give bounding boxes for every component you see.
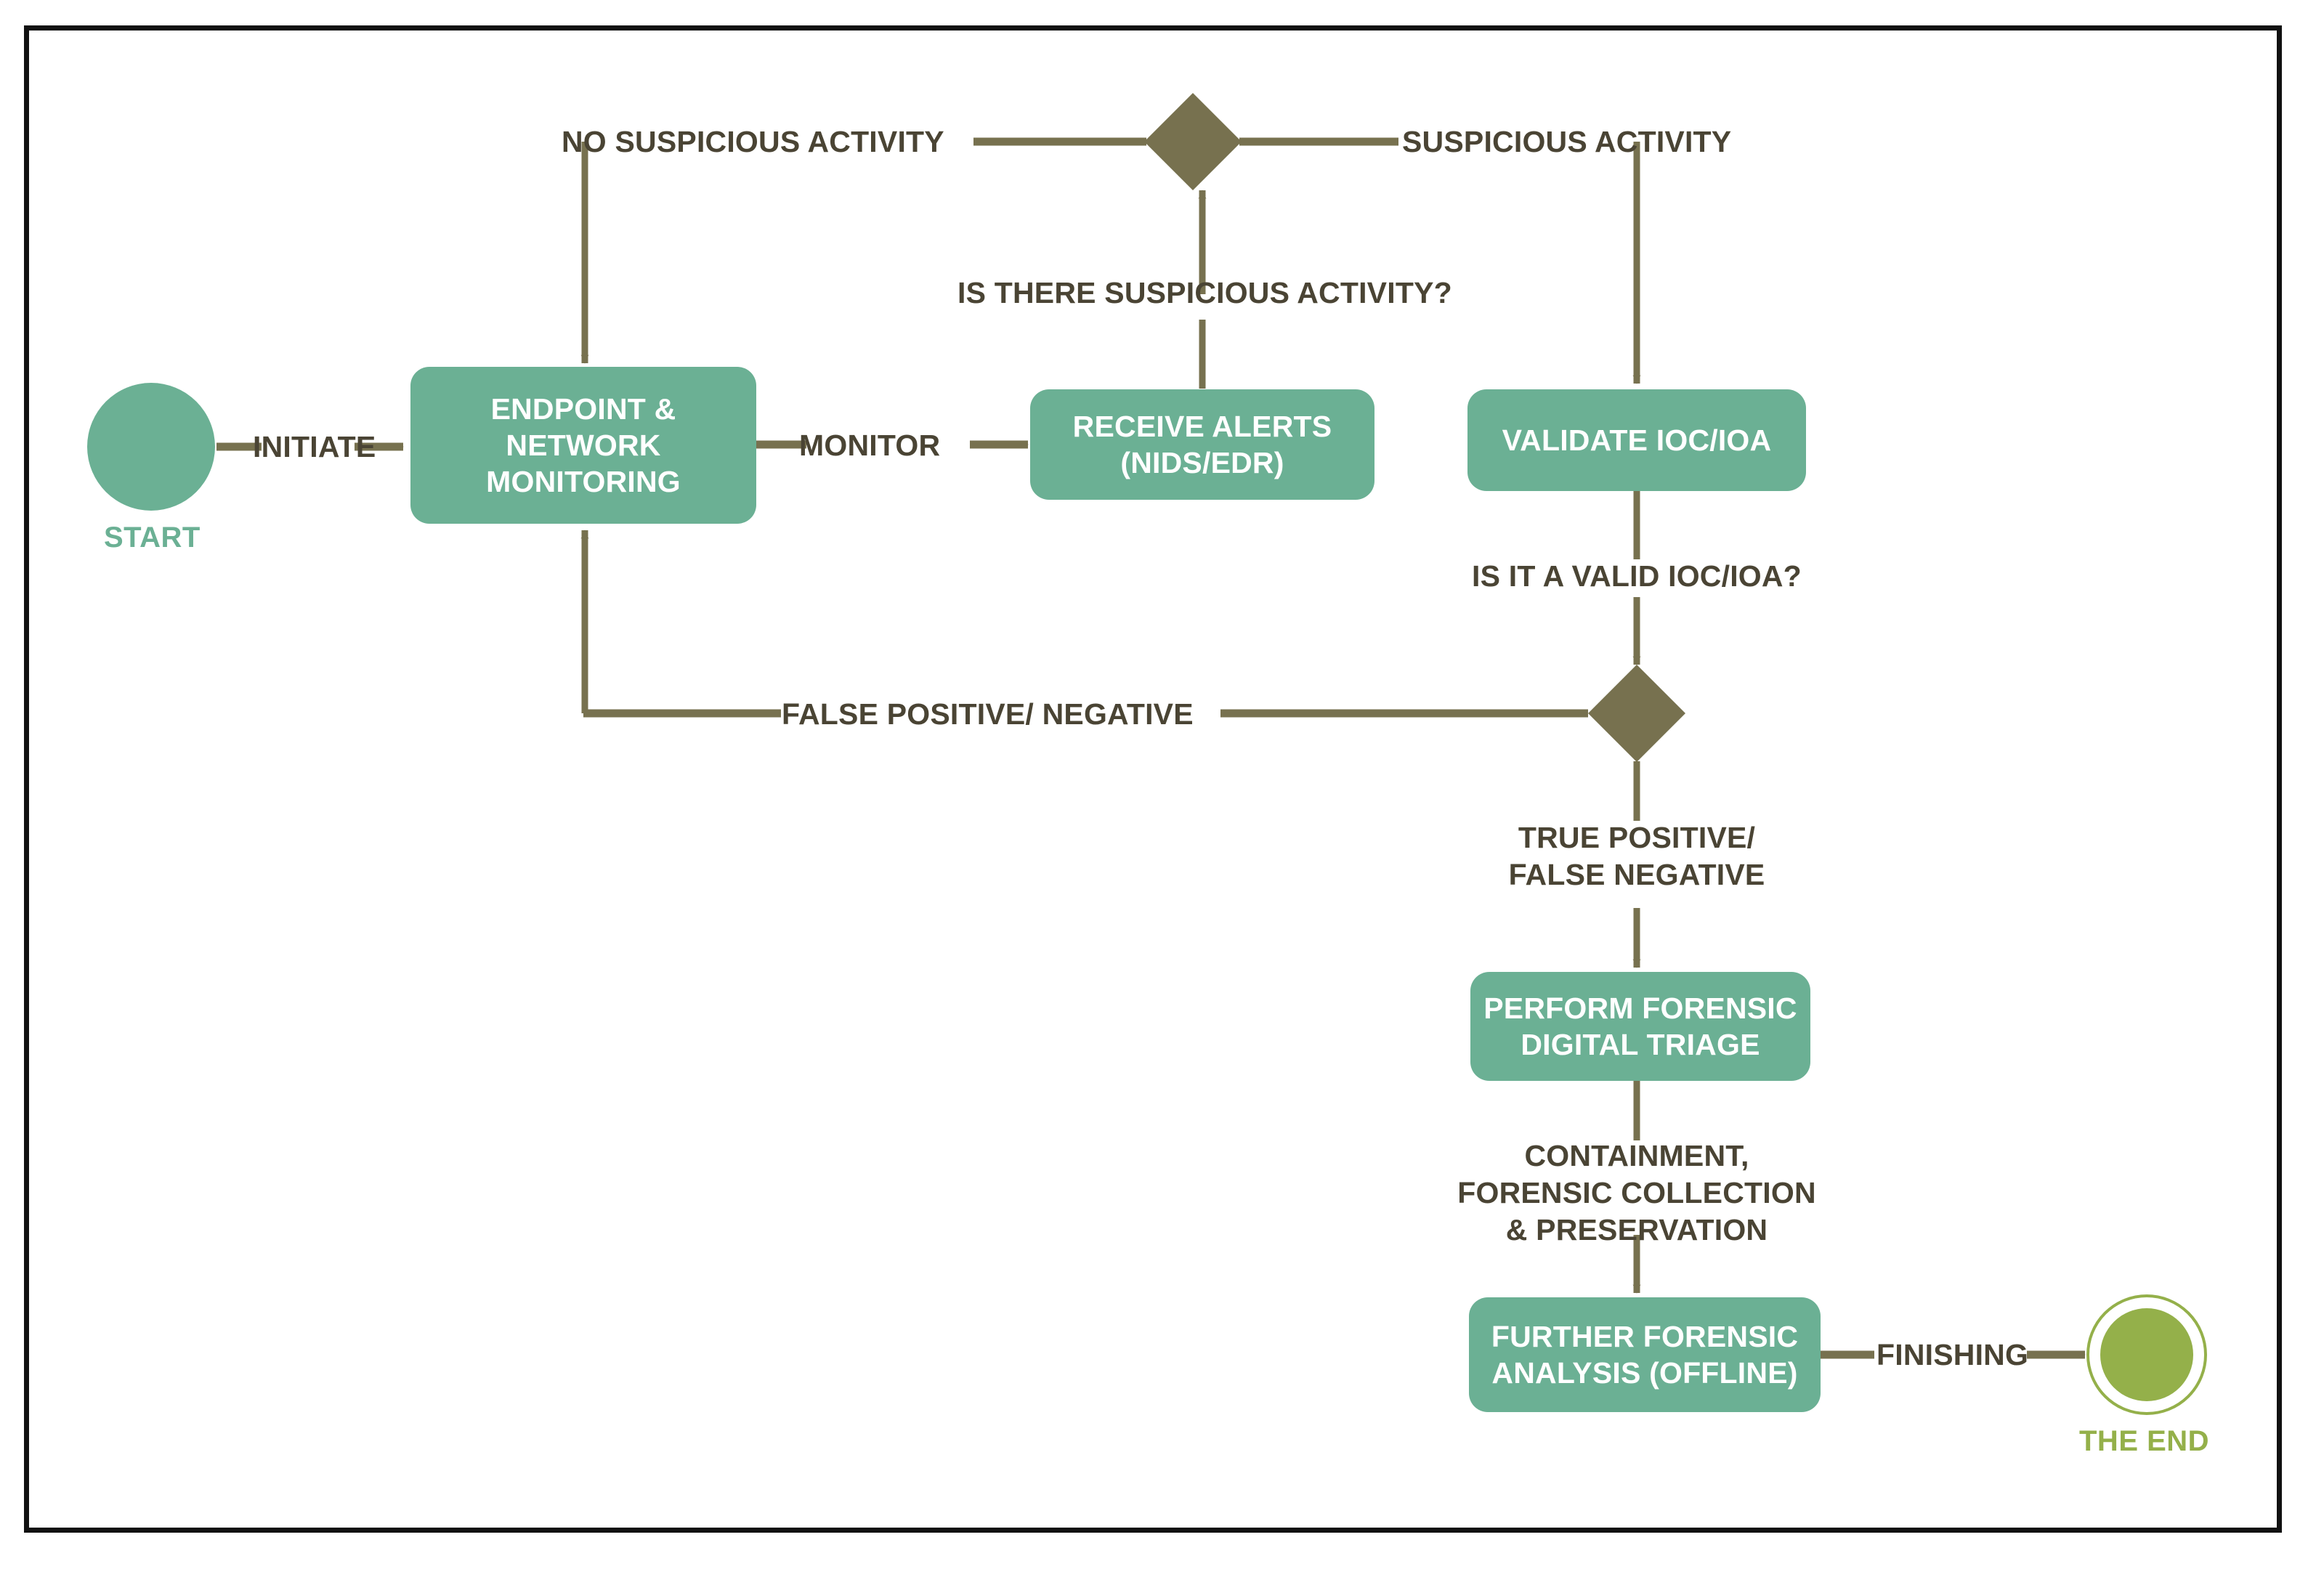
start-node[interactable] bbox=[87, 383, 215, 511]
node-label: PERFORM FORENSIC DIGITAL TRIAGE bbox=[1483, 991, 1797, 1061]
node-validate-ioc-ioa[interactable]: VALIDATE IOC/IOA bbox=[1467, 389, 1806, 491]
node-receive-alerts[interactable]: RECEIVE ALERTS (NIDS/EDR) bbox=[1030, 389, 1374, 500]
end-label: THE END bbox=[2079, 1425, 2210, 1457]
diagram-frame bbox=[24, 25, 2282, 1533]
start-label: START bbox=[104, 522, 201, 554]
node-label: RECEIVE ALERTS (NIDS/EDR) bbox=[1072, 409, 1332, 479]
edge-label-true-positive-false-negative: TRUE POSITIVE/ FALSE NEGATIVE bbox=[1508, 821, 1765, 891]
node-perform-forensic-digital-triage[interactable]: PERFORM FORENSIC DIGITAL TRIAGE bbox=[1470, 972, 1810, 1081]
edge-label-monitor: MONITOR bbox=[799, 429, 941, 462]
edge-label-containment-forensic-collection-preservation: CONTAINMENT, FORENSIC COLLECTION & PRESE… bbox=[1457, 1139, 1816, 1246]
node-label: VALIDATE IOC/IOA bbox=[1502, 423, 1772, 457]
end-node-fill bbox=[2100, 1308, 2193, 1401]
node-endpoint-network-monitoring[interactable]: ENDPOINT & NETWORK MONITORING bbox=[410, 367, 756, 524]
edge-label-is-it-a-valid-ioc-ioa: IS IT A VALID IOC/IOA? bbox=[1472, 559, 1802, 593]
node-label: FURTHER FORENSIC ANALYSIS (OFFLINE) bbox=[1491, 1319, 1799, 1390]
node-label: ENDPOINT & NETWORK MONITORING bbox=[486, 392, 681, 498]
edge-label-no-suspicious-activity: NO SUSPICIOUS ACTIVITY bbox=[562, 125, 944, 158]
end-node[interactable] bbox=[2086, 1294, 2207, 1415]
edge-label-is-there-suspicious-activity: IS THERE SUSPICIOUS ACTIVITY? bbox=[957, 276, 1452, 309]
edge-label-false-positive-negative: FALSE POSITIVE/ NEGATIVE bbox=[782, 697, 1194, 731]
edge-label-suspicious-activity: SUSPICIOUS ACTIVITY bbox=[1402, 125, 1732, 158]
edge-label-finishing: FINISHING bbox=[1876, 1338, 2029, 1371]
edge-label-initiate: INITIATE bbox=[253, 430, 376, 463]
node-further-forensic-analysis[interactable]: FURTHER FORENSIC ANALYSIS (OFFLINE) bbox=[1469, 1297, 1821, 1412]
